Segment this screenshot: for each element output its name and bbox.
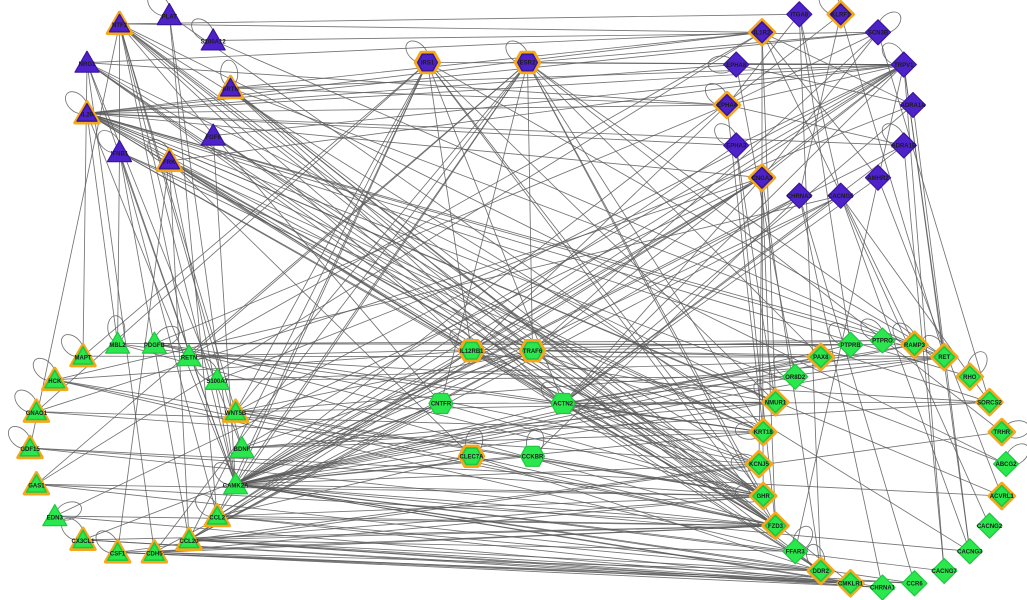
svg-text:ACTN2: ACTN2 [553, 402, 574, 408]
svg-text:DDR2: DDR2 [813, 569, 830, 575]
svg-text:ADRA1B: ADRA1B [891, 144, 917, 150]
svg-text:SCN3B: SCN3B [868, 31, 889, 37]
svg-text:GHR: GHR [757, 494, 771, 500]
svg-text:KLRF1: KLRF1 [831, 13, 851, 19]
svg-text:CACNG3: CACNG3 [957, 550, 983, 556]
svg-text:CHRNA1: CHRNA1 [870, 586, 896, 592]
svg-text:GDF15: GDF15 [20, 447, 40, 453]
svg-text:NRG1: NRG1 [79, 62, 96, 68]
svg-text:PAX8: PAX8 [813, 355, 829, 361]
svg-text:AMHR2: AMHR2 [867, 176, 889, 182]
svg-text:IRS1: IRS1 [421, 61, 435, 67]
svg-text:SORCS2: SORCS2 [977, 400, 1002, 406]
svg-text:FZD3: FZD3 [768, 524, 784, 530]
svg-text:CDH5: CDH5 [146, 552, 163, 558]
svg-text:CX3CL1: CX3CL1 [71, 539, 95, 545]
svg-text:TRAF6: TRAF6 [523, 349, 543, 355]
svg-text:FGF6: FGF6 [206, 135, 222, 141]
svg-text:CCR6: CCR6 [906, 582, 923, 588]
svg-text:PLAT: PLAT [162, 14, 178, 20]
svg-text:GNAO1: GNAO1 [26, 411, 48, 417]
svg-text:OR8D2: OR8D2 [785, 375, 806, 381]
svg-text:KRT18: KRT18 [754, 430, 774, 436]
svg-text:PTPRO: PTPRO [872, 339, 893, 345]
svg-text:EPHA4: EPHA4 [717, 103, 738, 109]
svg-text:IFNB1: IFNB1 [111, 151, 129, 157]
svg-text:EPHA8: EPHA8 [726, 63, 747, 69]
svg-text:ITGA8: ITGA8 [790, 13, 808, 19]
svg-text:CHRNA3: CHRNA3 [787, 194, 813, 200]
svg-text:CNGA3: CNGA3 [751, 176, 773, 182]
svg-text:CACNG5: CACNG5 [828, 194, 854, 200]
svg-text:CMKLR1: CMKLR1 [838, 582, 864, 588]
svg-text:KCNJ5: KCNJ5 [749, 462, 769, 468]
svg-text:CSF1: CSF1 [110, 552, 126, 558]
svg-text:S100A7: S100A7 [206, 379, 228, 385]
svg-text:RETN: RETN [181, 355, 197, 361]
svg-text:ABCG2: ABCG2 [995, 462, 1017, 468]
svg-text:ESR2: ESR2 [520, 61, 536, 67]
svg-text:ARTN: ARTN [222, 87, 239, 93]
svg-text:WNT5B: WNT5B [225, 411, 247, 417]
svg-text:ADRA1A: ADRA1A [900, 103, 926, 109]
svg-text:GAS1: GAS1 [28, 484, 45, 490]
svg-text:IL20: IL20 [81, 113, 94, 119]
svg-text:CLEC7A: CLEC7A [459, 455, 484, 461]
svg-text:HCK: HCK [48, 379, 62, 385]
svg-text:TRHR: TRHR [993, 430, 1010, 436]
svg-text:RHO: RHO [963, 375, 977, 381]
svg-text:NTF3: NTF3 [112, 23, 128, 29]
svg-text:IL1R2: IL1R2 [754, 31, 771, 37]
svg-text:BDNF: BDNF [234, 447, 251, 453]
svg-text:PDGFB: PDGFB [144, 343, 166, 349]
svg-text:CACNG2: CACNG2 [977, 524, 1003, 530]
svg-text:ACVRL1: ACVRL1 [990, 494, 1015, 500]
svg-text:CCL20: CCL20 [179, 539, 199, 545]
svg-text:NMUR1: NMUR1 [765, 400, 787, 406]
svg-text:MBL2: MBL2 [109, 343, 126, 349]
svg-text:MAPT: MAPT [75, 355, 92, 361]
svg-text:CCKBR: CCKBR [522, 455, 544, 461]
svg-text:CAMK2A: CAMK2A [223, 484, 249, 490]
svg-text:RET: RET [938, 355, 950, 361]
svg-text:FFAR3: FFAR3 [786, 550, 806, 556]
svg-text:CCL2: CCL2 [209, 515, 225, 521]
svg-text:CNTFR: CNTFR [431, 402, 452, 408]
svg-text:TRPV1: TRPV1 [894, 63, 914, 69]
svg-text:EPHA3: EPHA3 [726, 144, 747, 150]
svg-text:FRK: FRK [163, 160, 176, 166]
svg-text:EDN3: EDN3 [47, 515, 64, 521]
svg-text:IL12RB1: IL12RB1 [459, 349, 484, 355]
svg-text:RAMP3: RAMP3 [904, 343, 926, 349]
svg-text:PTPRB: PTPRB [840, 343, 861, 349]
svg-text:S100A12: S100A12 [201, 40, 227, 46]
svg-text:CACNG7: CACNG7 [932, 569, 958, 575]
